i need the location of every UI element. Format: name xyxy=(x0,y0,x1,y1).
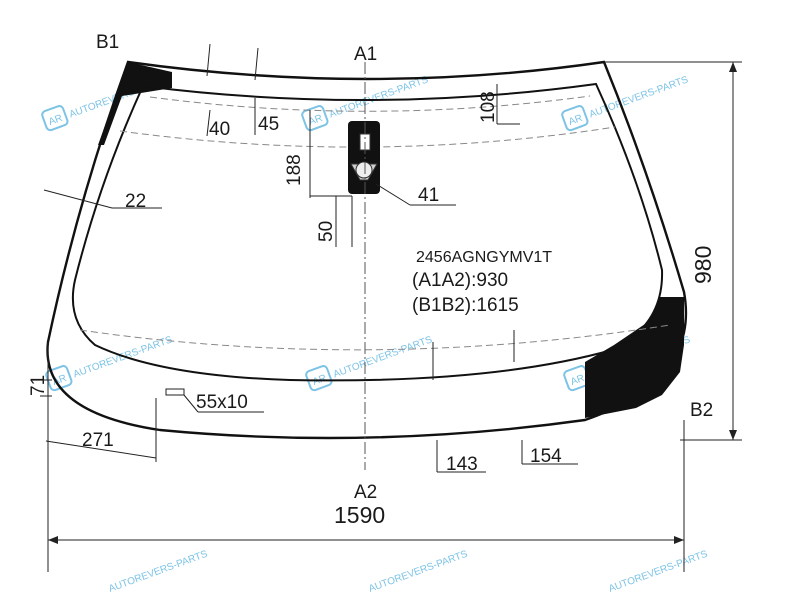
spec-code: 2456AGNGYMV1T xyxy=(416,249,552,266)
dim-55x10: 55x10 xyxy=(196,392,248,413)
watermark-text: AUTOREVERS-PARTS xyxy=(328,74,430,120)
spec-b1b2: (B1B2):1615 xyxy=(412,295,519,316)
dim-271: 271 xyxy=(82,430,114,451)
dim-height-980: 980 xyxy=(690,246,716,284)
watermark-text: AUTOREVERS-PARTS xyxy=(332,334,434,380)
dashed-bottom-line xyxy=(79,324,671,351)
spec-a1a2: (A1A2):930 xyxy=(412,270,508,291)
dim-line xyxy=(254,47,259,81)
dim-line xyxy=(43,189,113,209)
label-a1: A1 xyxy=(354,44,377,65)
arrow-icon xyxy=(674,536,684,544)
arrow-icon xyxy=(729,430,737,440)
watermark-logo: AR xyxy=(567,113,584,128)
watermark-text: AUTOREVERS-PARTS xyxy=(107,549,209,595)
dim-154: 154 xyxy=(530,446,562,467)
dim-width-1590: 1590 xyxy=(334,502,385,528)
label-b2: B2 xyxy=(690,400,713,421)
arrow-icon xyxy=(729,62,737,72)
dim-143: 143 xyxy=(446,454,478,475)
watermark-logo-icon xyxy=(41,105,69,132)
dim-50: 50 xyxy=(316,221,337,242)
label-a2: A2 xyxy=(354,482,377,503)
sensor-pad xyxy=(165,388,185,396)
dim-45: 45 xyxy=(258,114,279,135)
frit-bottom-right xyxy=(585,297,684,418)
label-b1: B1 xyxy=(96,32,119,53)
watermark-text: AUTOREVERS-PARTS xyxy=(588,74,690,120)
inner-area-outline xyxy=(71,82,664,382)
watermark-logo: AR xyxy=(51,373,68,388)
watermark-logo-icon xyxy=(301,105,329,132)
dashed-second-line xyxy=(119,126,616,148)
dim-line xyxy=(206,43,211,77)
watermark-text: AUTOREVERS-PARTS xyxy=(367,549,469,595)
dim-71: 71 xyxy=(28,375,49,396)
glass-outline xyxy=(46,60,688,440)
dim-line xyxy=(375,183,411,206)
dim-40: 40 xyxy=(209,119,230,140)
mirror-bracket xyxy=(348,121,380,194)
watermark-logo: AR xyxy=(47,113,64,128)
watermark-logo: AR xyxy=(569,373,586,388)
arrow-icon xyxy=(48,536,58,544)
frit-top-left xyxy=(98,62,172,145)
watermark-logo-icon xyxy=(45,365,73,392)
watermark-text: AUTOREVERS-PARTS xyxy=(72,334,174,380)
dim-line xyxy=(183,394,199,413)
watermark-logo-icon xyxy=(561,105,589,132)
dim-line xyxy=(206,109,211,137)
watermark-logo-icon xyxy=(305,365,333,392)
watermark-text: AUTOREVERS-PARTS xyxy=(607,549,709,595)
watermark-logo: AR xyxy=(307,113,324,128)
dim-41: 41 xyxy=(418,185,439,206)
dashed-top-line xyxy=(149,95,591,112)
dim-108: 108 xyxy=(478,91,499,123)
dim-22: 22 xyxy=(125,191,146,212)
dim-line xyxy=(45,440,157,459)
dim-188: 188 xyxy=(284,154,305,186)
